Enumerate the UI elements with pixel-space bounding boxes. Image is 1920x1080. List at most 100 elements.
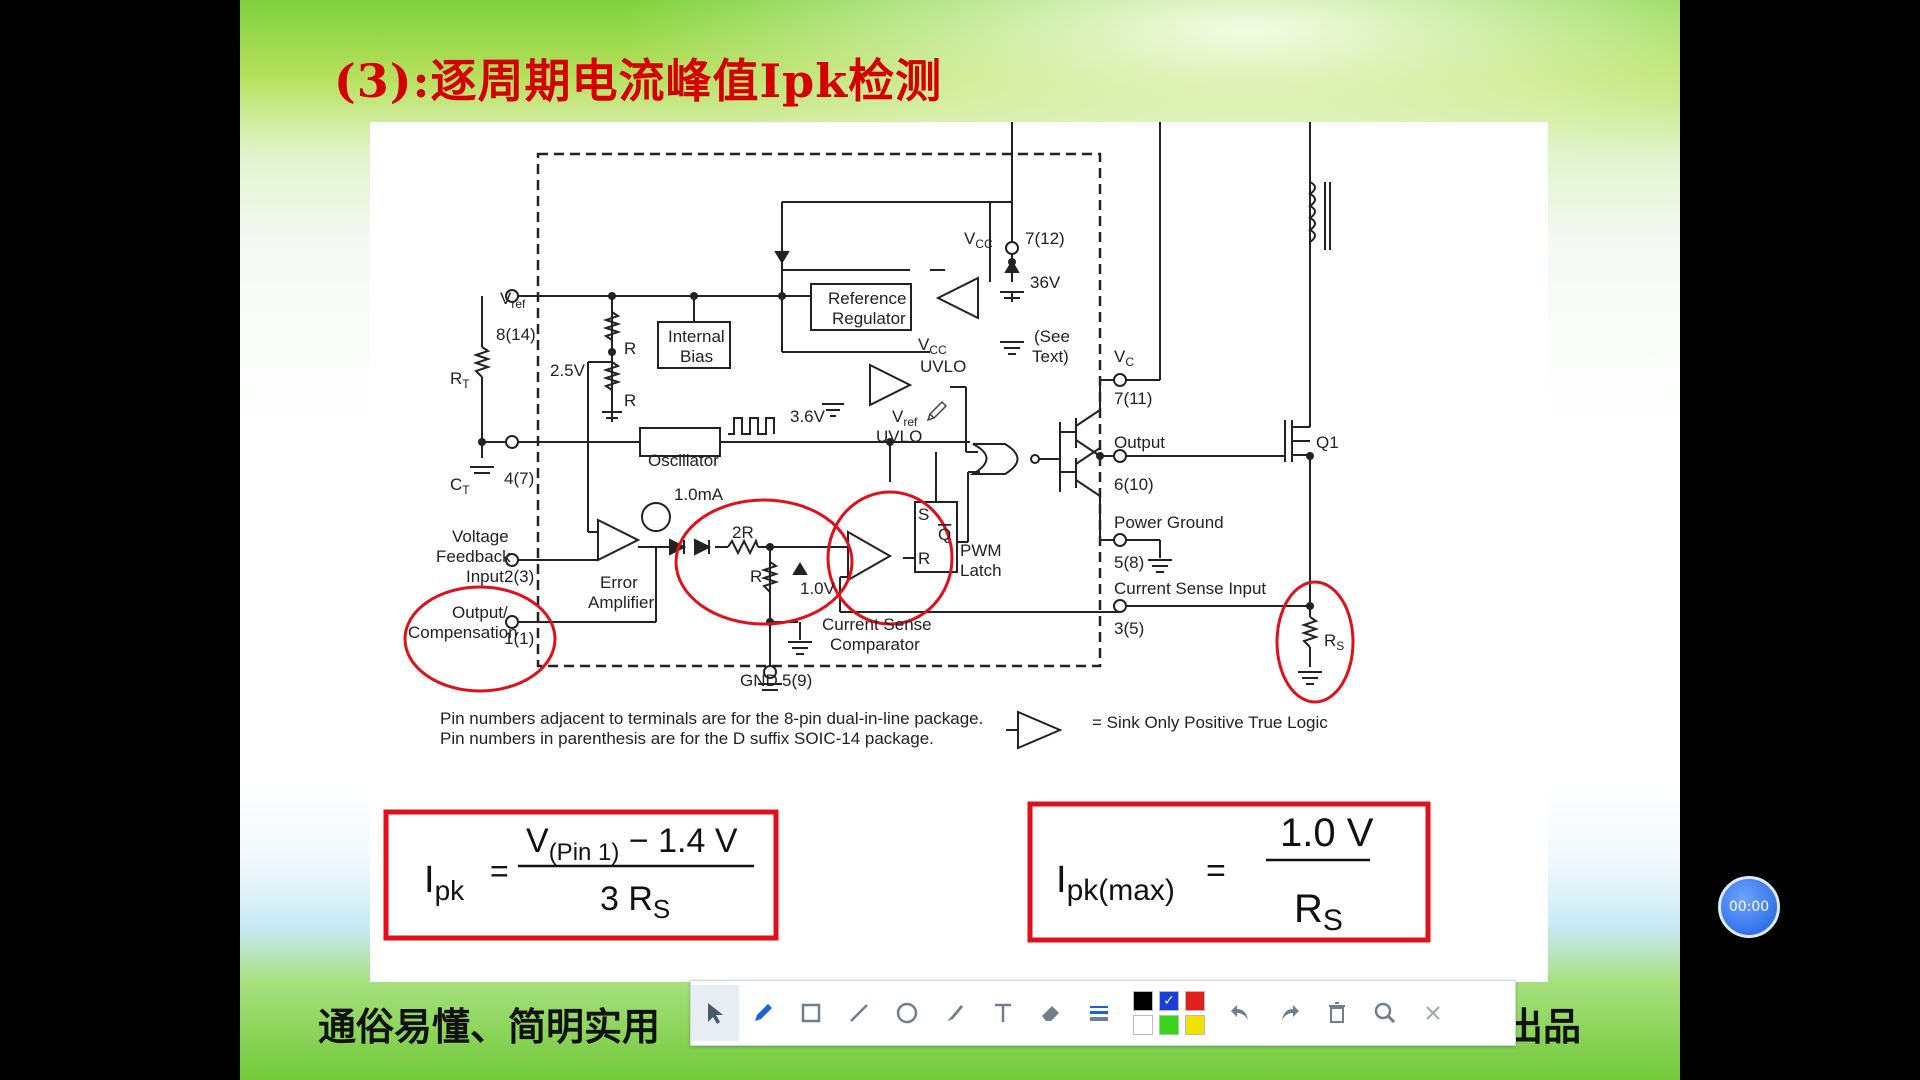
redo-button[interactable] xyxy=(1265,985,1313,1041)
output-compensation-label-2: Compensation xyxy=(408,623,518,642)
eraser-tool-button[interactable] xyxy=(1027,985,1075,1041)
v36b-label: 3.6V xyxy=(790,407,826,426)
color-swatch-black[interactable] xyxy=(1133,991,1153,1011)
output-compensation-label-1: Output/ xyxy=(452,603,508,622)
rt-label: RT xyxy=(450,369,470,391)
circuit-diagram-panel: VCC 7(12) 36V Reference Regulator (See T… xyxy=(370,122,1548,982)
power-ground-pin-label: 5(8) xyxy=(1114,553,1144,572)
r2-label: R xyxy=(624,391,636,410)
q1-label: Q1 xyxy=(1316,433,1339,452)
formula-ipk-lhs-sub: pk xyxy=(435,875,466,906)
color-swatch-white[interactable] xyxy=(1133,1015,1153,1035)
note-line-2: Pin numbers in parenthesis are for the D… xyxy=(440,729,934,748)
text-tool-button[interactable] xyxy=(979,985,1027,1041)
recording-timer-button[interactable]: 00:00 xyxy=(1718,876,1780,938)
brush-icon xyxy=(947,1005,963,1021)
latch-qbar-label: Q xyxy=(938,525,951,544)
formula-ipk-num-rest: − 1.4 V xyxy=(619,822,737,860)
rs-label: RS xyxy=(1324,631,1344,653)
select-icon xyxy=(708,1003,723,1024)
see-text-label-1: (See xyxy=(1034,327,1070,346)
vcc-pin-label: 7(12) xyxy=(1025,229,1065,248)
vref-uvlo-label-v: Vref xyxy=(892,407,918,429)
formula-ipk-num: V xyxy=(526,822,549,860)
brush-tool-button[interactable] xyxy=(931,985,979,1041)
rectangle-tool-button[interactable] xyxy=(787,985,835,1041)
error-amp-label-2: Amplifier xyxy=(588,593,654,612)
redo-icon xyxy=(1282,1005,1299,1020)
svg-text:V(Pin 1) − 1.4 V: V(Pin 1) − 1.4 V xyxy=(526,822,738,866)
pwm-latch-label-1: PWM xyxy=(960,541,1002,560)
color-swatch-yellow[interactable] xyxy=(1185,1015,1205,1035)
svg-text:RS: RS xyxy=(1294,887,1343,937)
vref-uvlo-label: UVLO xyxy=(876,427,922,446)
ref-regulator-label-1: Reference xyxy=(828,289,906,308)
formula-ipk: Ipk = V(Pin 1) − 1.4 V 3 RS xyxy=(424,822,754,924)
formula-ipkmax-num: 1.0 V xyxy=(1280,811,1374,855)
color-swatch-green[interactable] xyxy=(1159,1015,1179,1035)
footer-slogan: 通俗易懂、简明实用 xyxy=(318,1005,661,1049)
close-icon xyxy=(1426,1006,1440,1020)
annotation-toolbar: ✓ xyxy=(690,980,1516,1046)
vcc-label: VCC xyxy=(964,229,993,251)
r1-label: R xyxy=(624,339,636,358)
voltage-feedback-label-3: Input xyxy=(466,567,504,586)
output-pin-label: 6(10) xyxy=(1114,475,1154,494)
pencil-cursor-icon xyxy=(926,400,948,422)
color-swatch-red[interactable] xyxy=(1185,991,1205,1011)
vc-label: VC xyxy=(1114,347,1134,369)
gnd-label: GND xyxy=(740,671,778,690)
delete-icon xyxy=(1329,1002,1345,1023)
zener-36v-label: 36V xyxy=(1030,273,1061,292)
output-compensation-pin-label: 1(1) xyxy=(504,629,534,648)
legend-label: = Sink Only Positive True Logic xyxy=(1092,713,1328,732)
current-sense-input-label: Current Sense Input xyxy=(1114,579,1266,598)
pen-tool-button[interactable] xyxy=(739,985,787,1041)
circuit-diagram: VCC 7(12) 36V Reference Regulator (See T… xyxy=(383,122,1431,943)
line-width-icon xyxy=(1090,1006,1108,1021)
line-tool-button[interactable] xyxy=(835,985,883,1041)
voltage-feedback-label-1: Voltage xyxy=(452,527,509,546)
internal-bias-label-1: Internal xyxy=(668,327,725,346)
current-sense-pin-label: 3(5) xyxy=(1114,619,1144,638)
close-toolbar-button[interactable] xyxy=(1409,985,1457,1041)
formula-ipk-eq: = xyxy=(490,853,509,889)
text-icon xyxy=(995,1003,1011,1022)
oscillator-label: Oscillator xyxy=(648,451,719,470)
formula-ipk-lhs: I xyxy=(424,859,435,901)
zoom-icon xyxy=(1374,1002,1396,1024)
error-amp-label-1: Error xyxy=(600,573,638,592)
formula-ipkmax-eq: = xyxy=(1206,852,1226,890)
svg-text:3 RS: 3 RS xyxy=(600,880,670,924)
see-text-label-2: Text) xyxy=(1032,347,1069,366)
formula-ipkmax-den-sub: S xyxy=(1323,904,1343,937)
internal-bias-label-2: Bias xyxy=(680,347,713,366)
vcc-uvlo-label: UVLO xyxy=(920,357,966,376)
circle-tool-button[interactable] xyxy=(883,985,931,1041)
formula-ipk-den: 3 R xyxy=(600,880,653,918)
current-sense-comparator-label-1: Current Sense xyxy=(822,615,932,634)
latch-r-label: R xyxy=(918,549,930,568)
voltage-feedback-pin-label: 2(3) xyxy=(504,567,534,586)
undo-button[interactable] xyxy=(1217,985,1265,1041)
formula-ipk-max: Ipk(max) = 1.0 V RS xyxy=(1056,811,1374,937)
power-ground-label: Power Ground xyxy=(1114,513,1224,532)
line-icon xyxy=(850,1004,868,1022)
line-width-tool-button[interactable] xyxy=(1075,985,1123,1041)
footer-brand: 出品 xyxy=(1505,1005,1582,1049)
vcc-uvlo-label-v: VCC xyxy=(918,335,947,357)
circle-icon xyxy=(896,1002,918,1024)
delete-button[interactable] xyxy=(1313,985,1361,1041)
resistor-r-label: R xyxy=(750,567,762,586)
vc-pin-label: 7(11) xyxy=(1114,389,1152,408)
svg-text:Ipk(max): Ipk(max) xyxy=(1056,859,1175,907)
select-tool-button[interactable] xyxy=(691,985,739,1041)
formula-ipkmax-lhs-sub: pk(max) xyxy=(1067,874,1175,907)
formula-ipkmax-lhs: I xyxy=(1056,859,1067,901)
zoom-button[interactable] xyxy=(1361,985,1409,1041)
eraser-icon xyxy=(1042,1006,1059,1021)
resistor-2r-label: 2R xyxy=(732,523,754,542)
formula-ipk-num-sub: (Pin 1) xyxy=(549,839,620,866)
ct-label: CT xyxy=(450,475,470,497)
color-swatch-blue[interactable]: ✓ xyxy=(1159,991,1179,1011)
